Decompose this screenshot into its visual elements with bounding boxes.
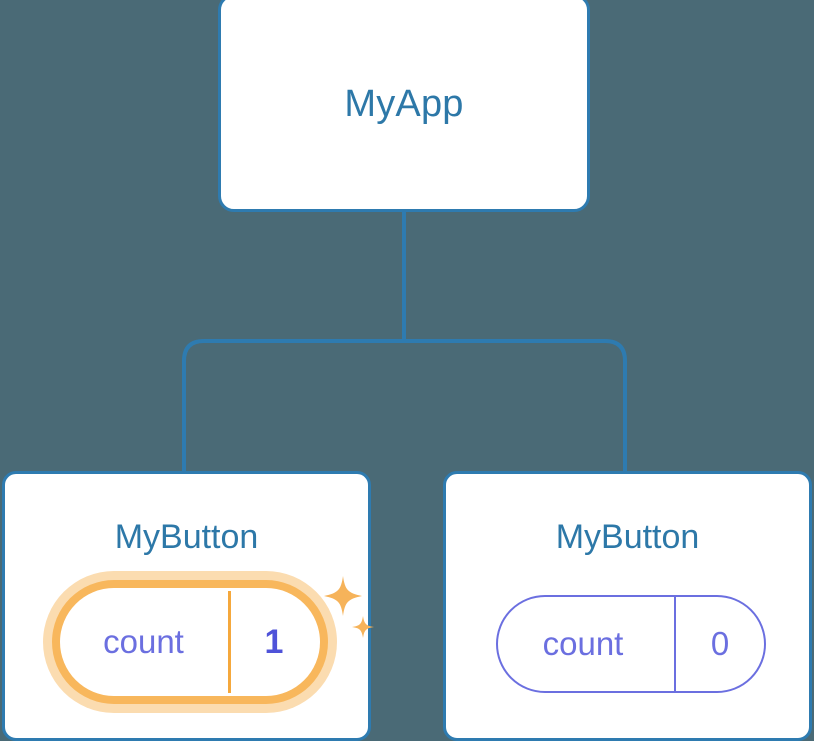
state-value-label: 1: [264, 622, 284, 661]
edge-branch-left: [182, 339, 404, 474]
state-key-label: count: [542, 625, 624, 662]
state-key-label: count: [103, 623, 184, 660]
node-root-myapp[interactable]: MyApp: [218, 0, 590, 212]
state-pill-divider: [228, 591, 231, 693]
node-child-1-title: MyButton: [114, 518, 259, 556]
state-pill-ring: count 1: [52, 580, 328, 704]
node-child-mybutton-1[interactable]: MyButton count 1: [2, 471, 374, 741]
edge-branch-right: [404, 339, 627, 474]
state-pill-highlighted[interactable]: count 1: [43, 571, 337, 713]
state-value-label: 0: [710, 625, 730, 662]
node-child-2-title: MyButton: [555, 518, 700, 556]
node-root-title: MyApp: [344, 83, 464, 125]
node-child-mybutton-2[interactable]: MyButton count 0: [443, 471, 812, 741]
state-pill-plain[interactable]: count 0: [496, 595, 766, 693]
state-pill-body: count 1: [63, 591, 317, 693]
state-pill-gap: count 1: [60, 588, 320, 696]
state-pill-divider: [674, 597, 676, 691]
